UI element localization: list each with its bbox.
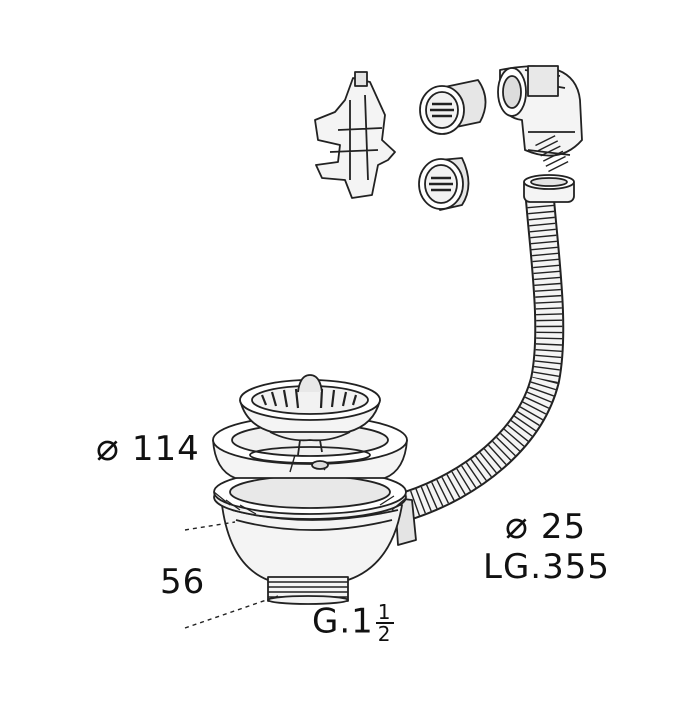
basket-diameter-value: 114 bbox=[131, 429, 200, 469]
overflow-grille-2 bbox=[418, 157, 470, 211]
fraction-numerator: 1 bbox=[375, 600, 394, 624]
basket-diameter-label: ⌀ 114 bbox=[96, 428, 200, 466]
diameter-symbol: ⌀ bbox=[505, 503, 529, 547]
fraction-denominator: 2 bbox=[377, 622, 392, 646]
corrugated-hose bbox=[395, 185, 565, 520]
diameter-symbol: ⌀ bbox=[96, 425, 120, 469]
flange-ring bbox=[213, 469, 407, 520]
hose-collar bbox=[523, 174, 575, 203]
thread-prefix: G.1 bbox=[312, 601, 374, 642]
basket-strainer bbox=[239, 374, 381, 456]
overflow-grille-1 bbox=[419, 79, 487, 135]
overflow-elbow bbox=[497, 65, 583, 175]
height-dimension-lines bbox=[184, 521, 279, 629]
hose-diameter-value: 25 bbox=[540, 507, 587, 547]
hose-length-label: LG.355 bbox=[483, 547, 610, 587]
height-label: 56 bbox=[160, 562, 206, 602]
overflow-bracket bbox=[314, 71, 396, 199]
hose-diameter-label: ⌀ 25 bbox=[505, 506, 586, 544]
